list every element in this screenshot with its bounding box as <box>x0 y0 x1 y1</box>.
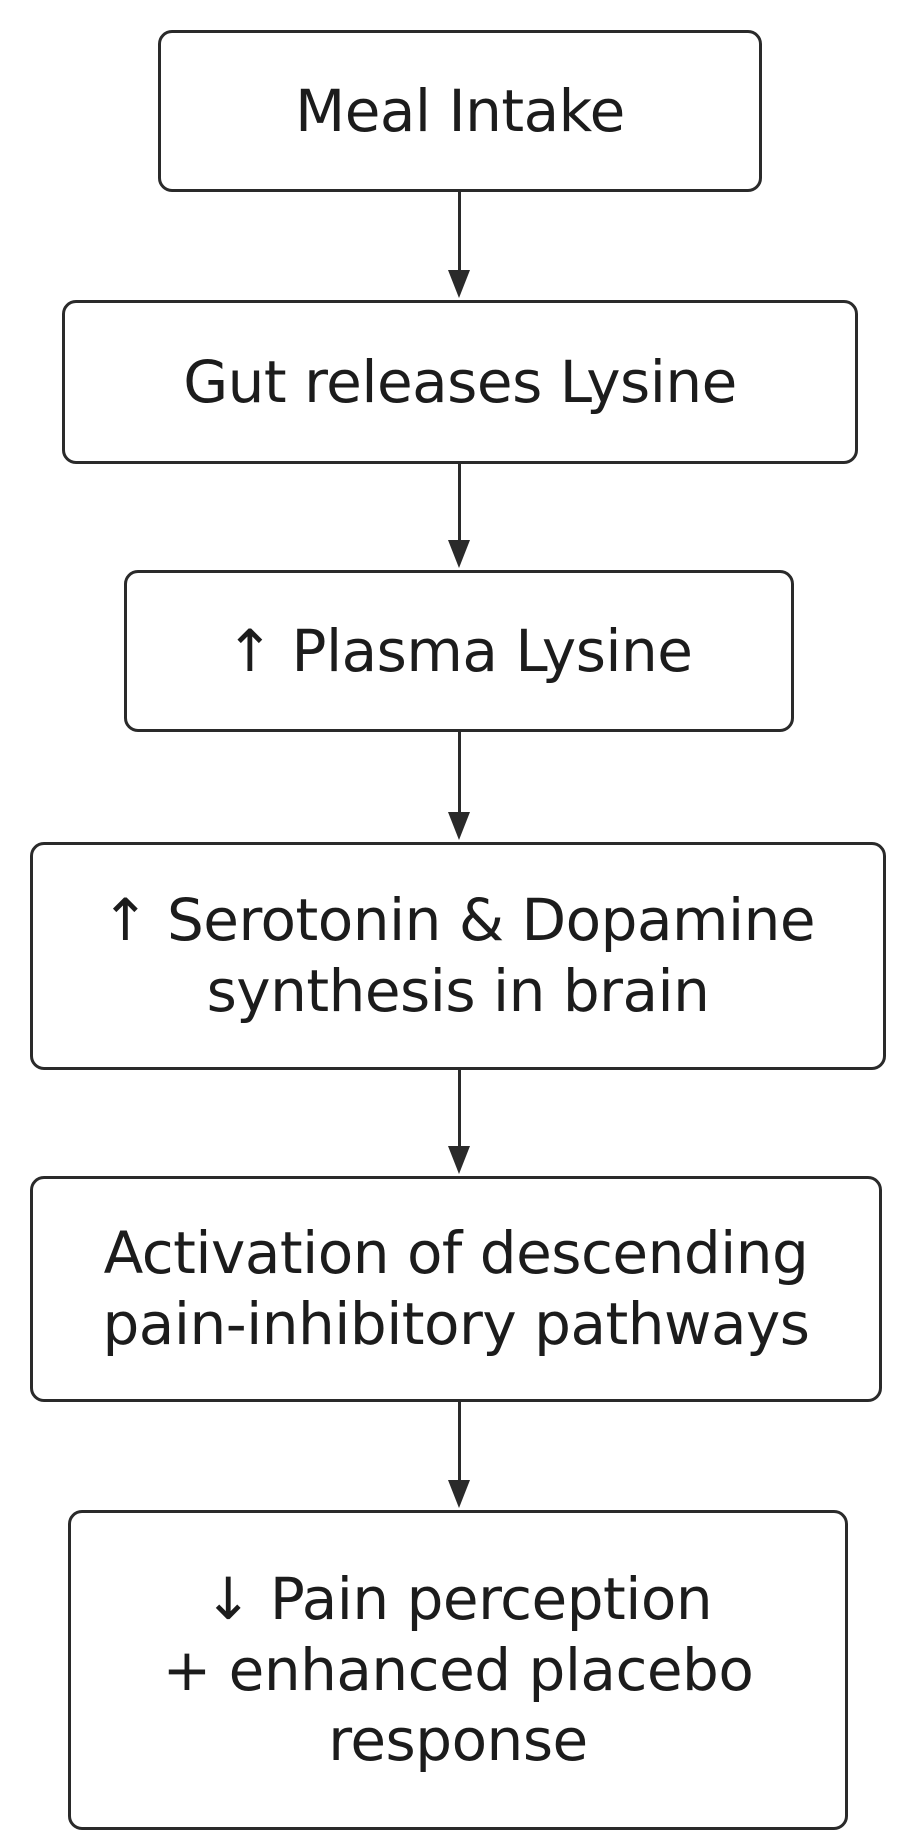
step-gut-releases-lysine: Gut releases Lysine <box>62 300 858 464</box>
step-plasma-lysine: ↑ Plasma Lysine <box>124 570 794 732</box>
step-line: ↑ Serotonin & Dopamine <box>100 886 816 955</box>
step-line: synthesis in brain <box>206 957 710 1025</box>
step-line: ↓ Pain perception <box>203 1564 713 1633</box>
step-descending-pathways: Activation of descending pain-inhibitory… <box>30 1176 882 1402</box>
step-pain-perception: ↓ Pain perception + enhanced placebo res… <box>68 1510 848 1830</box>
step-line: pain-inhibitory pathways <box>102 1290 810 1358</box>
step-line: + enhanced placebo <box>162 1635 754 1704</box>
step-meal-intake: Meal Intake <box>158 30 762 192</box>
step-line: Meal Intake <box>295 76 625 145</box>
step-line: ↑ Plasma Lysine <box>225 616 693 685</box>
step-line: response <box>328 1706 588 1775</box>
step-line: Activation of descending <box>103 1219 809 1288</box>
step-line: Gut releases Lysine <box>183 347 737 416</box>
step-serotonin-dopamine: ↑ Serotonin & Dopamine synthesis in brai… <box>30 842 886 1070</box>
